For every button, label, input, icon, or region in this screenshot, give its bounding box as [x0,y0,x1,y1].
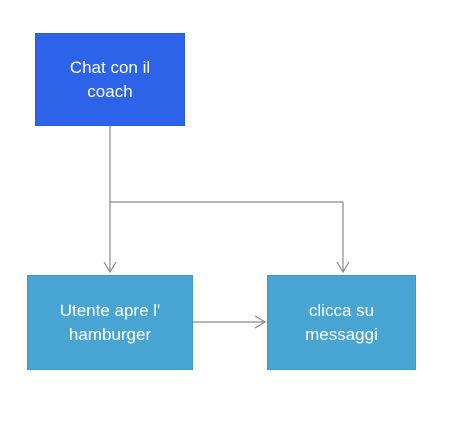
node-utente-apre-hamburger[interactable]: Utente apre l' hamburger [27,275,193,370]
connector-branch-to-clicca [110,201,344,272]
arrowhead-utente-clicca [254,315,267,329]
node-utente-apre-hamburger-label: Utente apre l' hamburger [59,300,161,344]
node-chat-con-il-coach-label: Chat con il coach [69,57,151,101]
node-clicca-su-messaggi-label: clicca su messaggi [305,300,378,344]
arrowhead-utente [103,261,117,274]
node-clicca-su-messaggi[interactable]: clicca su messaggi [267,275,416,370]
node-chat-con-il-coach[interactable]: Chat con il coach [35,33,185,126]
arrowhead-clicca [336,261,350,274]
